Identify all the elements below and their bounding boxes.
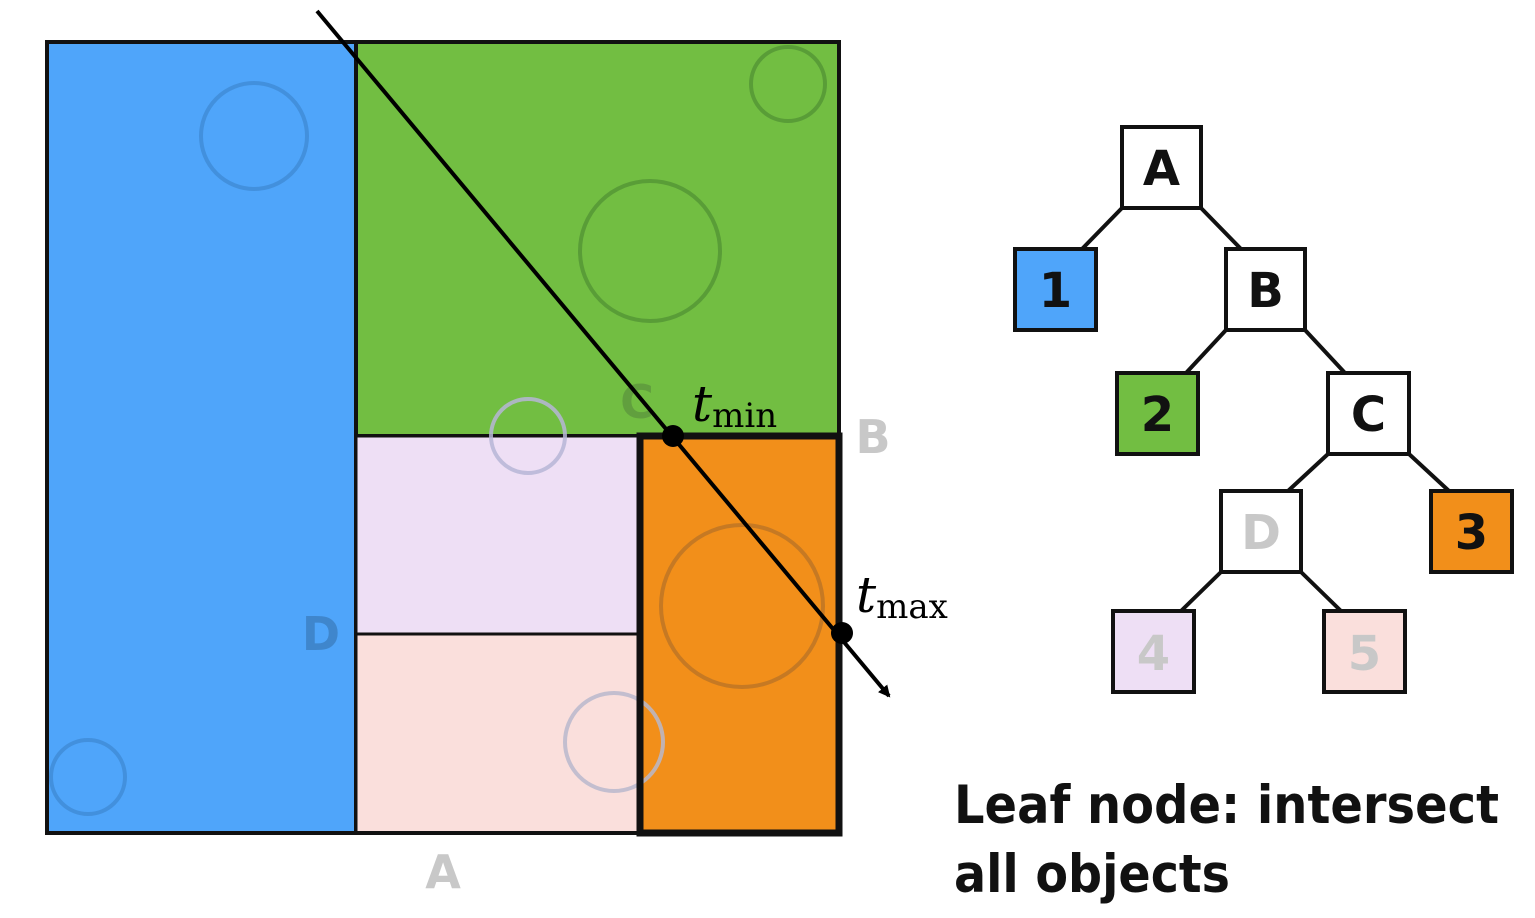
region-label-b: B [855, 410, 890, 464]
t-min-label: tmin [692, 375, 777, 436]
region-label-c: C [620, 375, 654, 429]
cell-5-pink [354, 632, 642, 835]
cell-4-lavender [354, 434, 642, 636]
caption-line-1: Leaf node: intersect [954, 775, 1499, 836]
svg-text:1: 1 [1039, 263, 1072, 319]
caption-line-2: all objects [954, 844, 1230, 905]
edge-d-4 [1179, 570, 1223, 613]
tree-node-a: A [1120, 125, 1203, 210]
caption: Leaf node: intersect all objects [954, 775, 1499, 905]
tree-node-c: C [1326, 371, 1411, 456]
object-circle [578, 179, 722, 323]
edge-c-3 [1407, 452, 1451, 493]
object-circle [749, 45, 827, 123]
cell-2-green [354, 40, 841, 438]
object-circle [199, 81, 309, 191]
ray [315, 9, 891, 698]
edge-a-1 [1080, 206, 1124, 251]
tree-leaf-2: 2 [1115, 371, 1200, 456]
svg-text:5: 5 [1348, 626, 1381, 682]
t-min-point [662, 425, 684, 447]
object-circle [563, 691, 665, 793]
tree-node-b: B [1224, 247, 1307, 332]
edge-a-b [1199, 206, 1243, 251]
edge-b-c [1303, 328, 1347, 375]
t-max-label: tmax [856, 566, 948, 627]
object-circle [489, 397, 567, 475]
svg-text:4: 4 [1137, 626, 1170, 682]
object-circle [659, 523, 825, 689]
svg-text:A: A [1143, 141, 1180, 197]
tree-edges [1080, 206, 1451, 613]
cell-3-orange [640, 436, 839, 833]
svg-text:3: 3 [1455, 505, 1488, 561]
tree-node-d: D [1219, 489, 1303, 574]
edge-d-5 [1299, 570, 1343, 613]
tree-leaf-5: 5 [1322, 609, 1407, 694]
object-circle [49, 738, 127, 816]
region-label-d: D [302, 607, 340, 661]
svg-text:B: B [1247, 263, 1284, 319]
tree-leaf-1: 1 [1013, 247, 1098, 332]
svg-text:2: 2 [1141, 387, 1174, 443]
svg-text:C: C [1351, 387, 1386, 443]
kd-tree: A 1 B 2 C D 3 4 [1013, 125, 1514, 694]
scene-objects [49, 45, 827, 816]
region-label-a: A [425, 845, 461, 899]
edge-b-2 [1184, 328, 1228, 375]
t-max-point [831, 622, 853, 644]
tree-leaf-4: 4 [1111, 609, 1196, 694]
svg-text:D: D [1241, 505, 1281, 561]
edge-c-d [1286, 452, 1330, 493]
cell-1-blue [45, 40, 358, 835]
spatial-subdivision: A B C D tmin tmax [45, 9, 948, 899]
tree-leaf-3: 3 [1429, 489, 1514, 574]
